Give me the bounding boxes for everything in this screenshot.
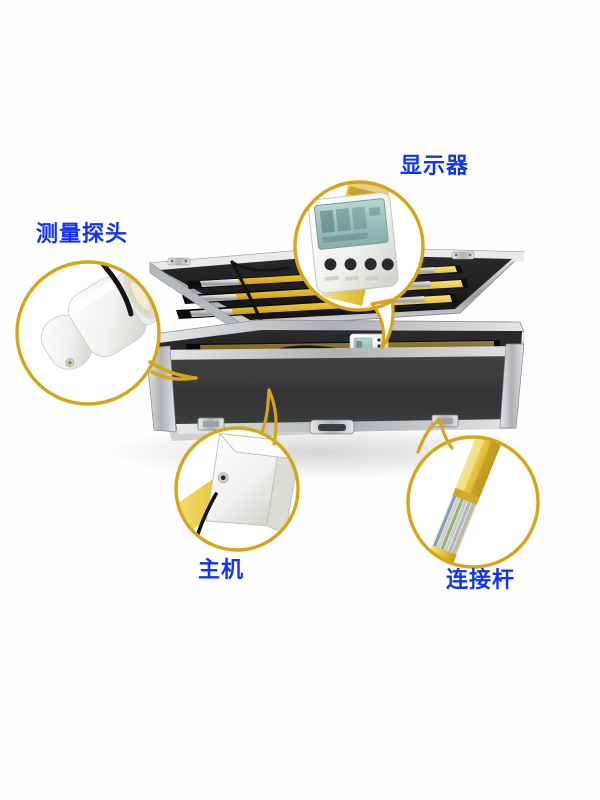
callout-display (293, 180, 425, 350)
case-lid (148, 246, 526, 338)
case-latch-left (197, 417, 225, 431)
label-probe: 测量探头 (36, 222, 129, 247)
label-display: 显示器 (400, 154, 470, 179)
case-handle (309, 419, 355, 435)
case-latch-right (431, 414, 459, 428)
label-rod: 连接杆 (446, 568, 516, 593)
case-base (145, 319, 525, 441)
callout-rod (406, 417, 540, 569)
case-display-module (349, 333, 389, 365)
case-host-module (246, 363, 290, 390)
callout-host (174, 388, 300, 552)
label-host: 主机 (198, 558, 245, 583)
callout-probe (15, 260, 198, 406)
